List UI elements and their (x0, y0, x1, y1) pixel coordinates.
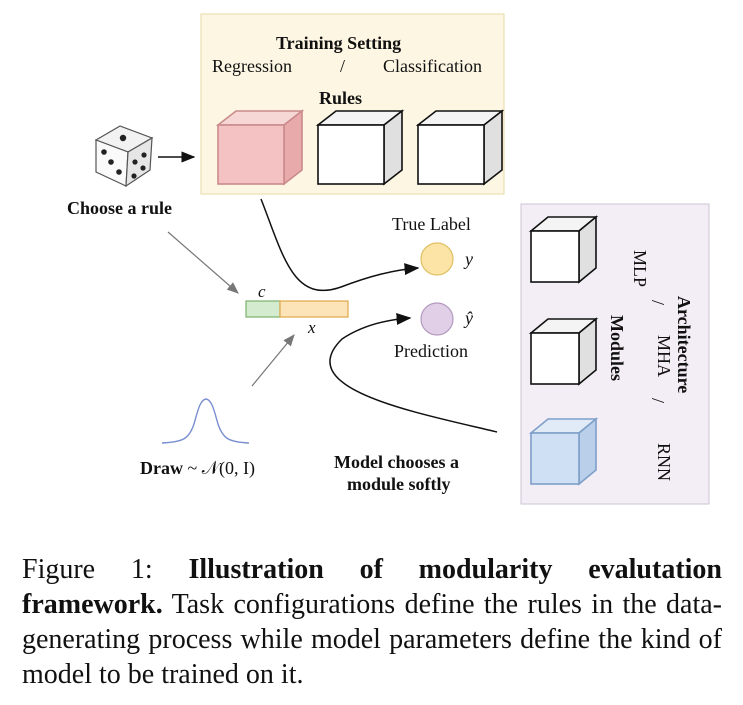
y-symbol: y (465, 249, 473, 269)
mha-label: MHA (654, 335, 674, 378)
rule-to-vector-arrow (167, 231, 239, 294)
gaussian-curve (161, 398, 250, 444)
draw-to-vector-arrow (251, 334, 295, 387)
vector-x-label: x (308, 318, 316, 337)
true-label-circle (420, 242, 454, 276)
module-cube-mlp (528, 215, 599, 284)
modularity-diagram (94, 13, 710, 505)
rule-cube-2 (315, 109, 405, 186)
arch-slash-2: / (648, 398, 668, 404)
classification-label: Classification (383, 56, 482, 76)
caption-bold: Illustration of modularity evalutation f… (22, 554, 722, 620)
rnn-label: RNN (654, 443, 674, 482)
model-chooses-line2: module softly (347, 474, 451, 494)
prediction-text: Prediction (394, 341, 468, 361)
mlp-label: MLP (630, 250, 650, 288)
dice-icon (94, 125, 154, 188)
architecture-label: Architecture (674, 296, 694, 394)
arch-slash-1: / (648, 300, 668, 306)
rule-cube-3 (415, 109, 505, 186)
y-hat-symbol: ŷ (465, 308, 473, 328)
caption-prefix: Figure 1: (22, 554, 189, 585)
draw-label: Draw ~ 𝒩(0, I) (140, 458, 255, 479)
figure-caption: Figure 1: Illustration of modularity eva… (22, 552, 722, 692)
module-cube-mha (528, 317, 599, 386)
draw-distribution: ~ 𝒩(0, I) (187, 458, 255, 478)
module-cube-rnn (528, 417, 599, 486)
vector-c-label: c (258, 282, 266, 301)
vector-x-segment (279, 300, 349, 318)
caption-rest: Task configurations define the rules in … (22, 589, 722, 690)
draw-word: Draw (140, 458, 183, 478)
choose-rule-label: Choose a rule (67, 198, 172, 218)
training-setting-title: Training Setting (276, 33, 402, 53)
rule-to-label-curve (260, 198, 420, 292)
modules-label: Modules (607, 315, 627, 382)
true-label-text: True Label (392, 214, 471, 234)
training-slash: / (340, 56, 346, 76)
regression-label: Regression (212, 56, 292, 76)
rules-label: Rules (319, 88, 363, 108)
rule-cube-selected (215, 109, 305, 186)
vector-c-segment (245, 300, 281, 318)
model-chooses-line1: Model chooses a (334, 452, 459, 472)
module-to-prediction-curve (329, 312, 498, 433)
prediction-circle (420, 302, 454, 336)
